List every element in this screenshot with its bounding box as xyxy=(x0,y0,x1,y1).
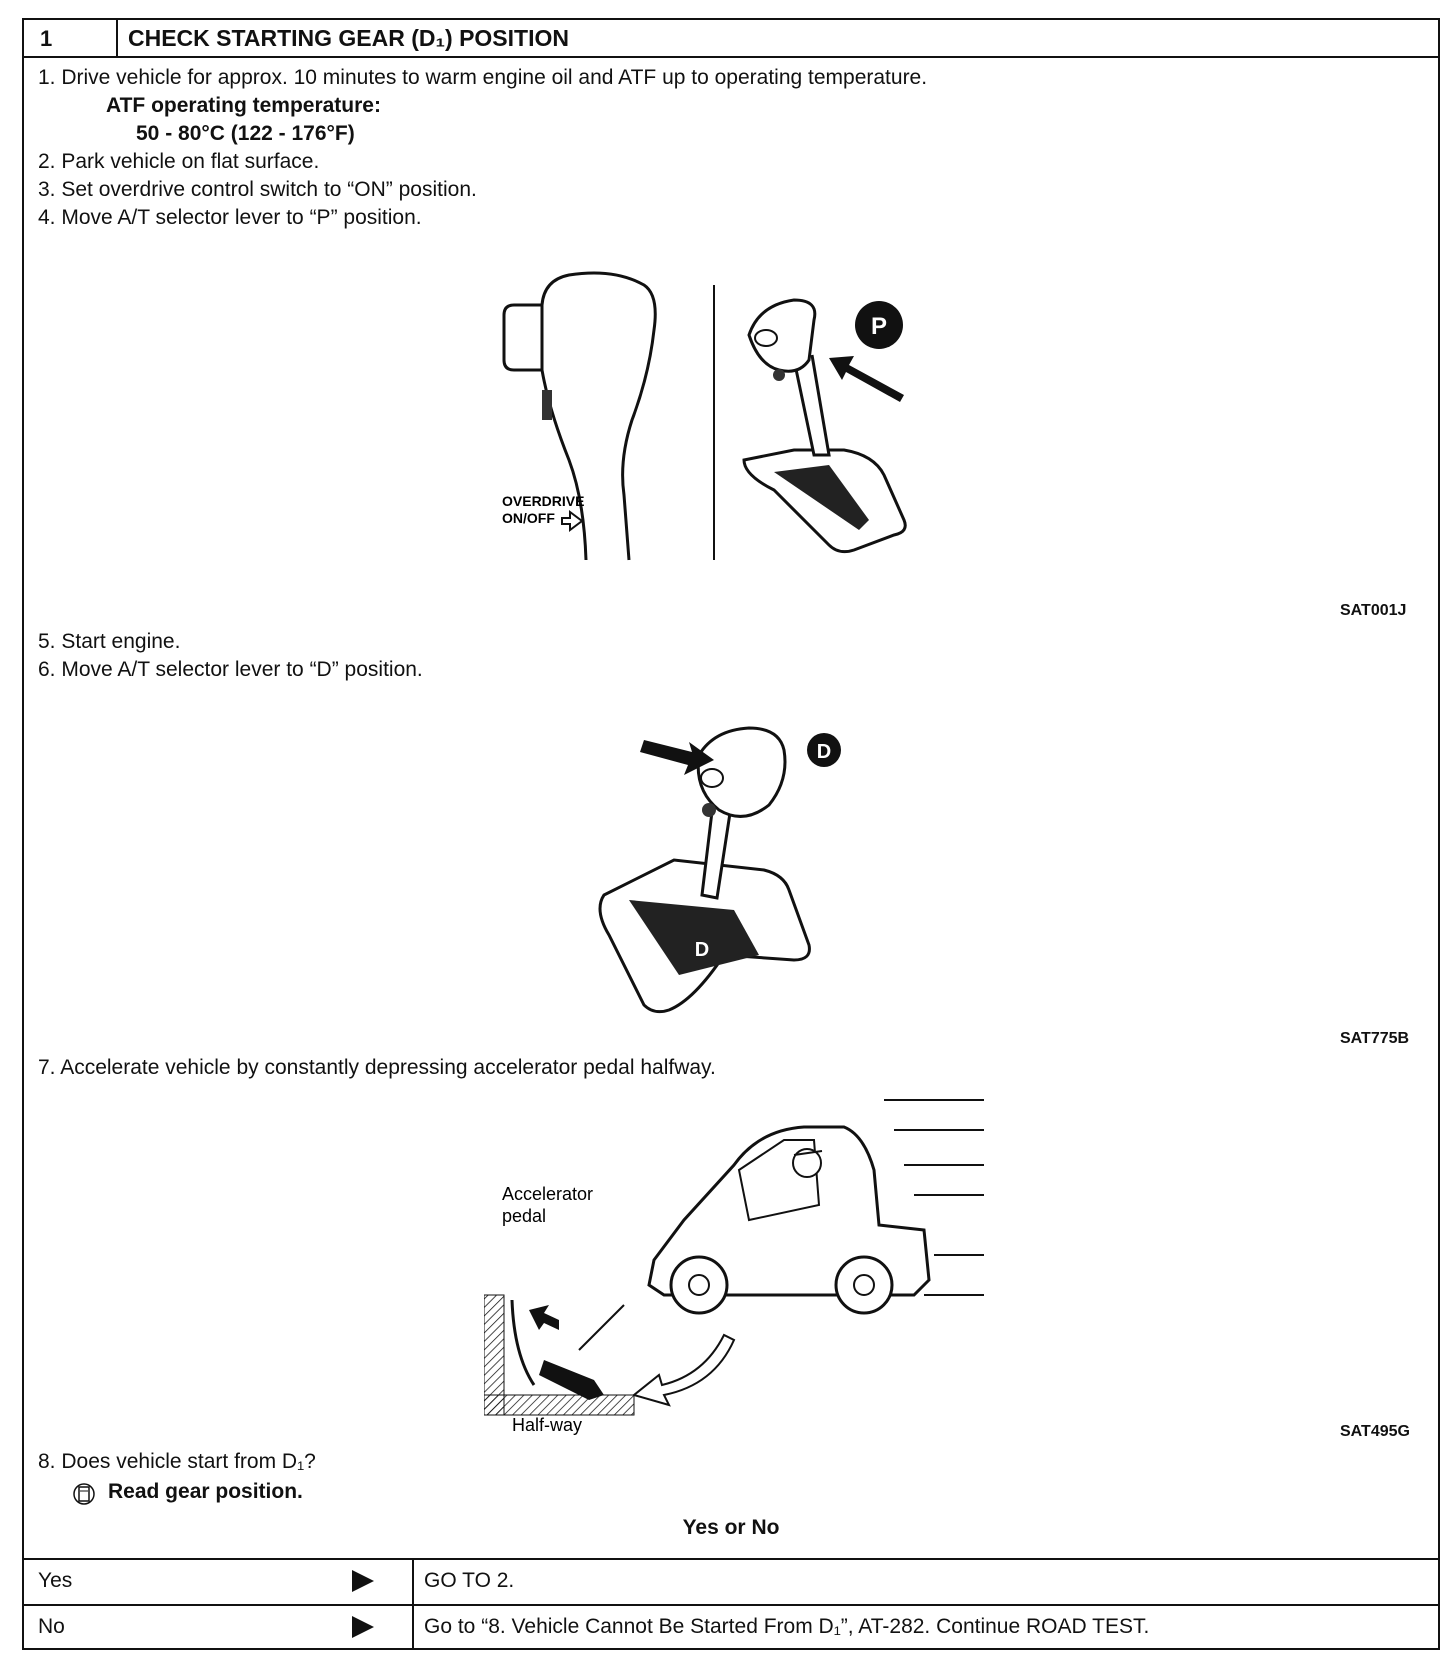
cell-divider xyxy=(412,1560,414,1604)
step-2-text: 2. Park vehicle on flat surface. xyxy=(38,150,320,173)
step-6-text: 6. Move A/T selector lever to “D” positi… xyxy=(38,658,423,681)
step-number: 1 xyxy=(40,26,53,51)
action-no: Go to “8. Vehicle Cannot Be Started From… xyxy=(424,1615,1150,1638)
gear-p-letter: P xyxy=(871,313,887,340)
gear-d-letter: D xyxy=(817,741,831,763)
decision-question: Yes or No xyxy=(682,1516,780,1539)
consult-screen-icon xyxy=(73,1483,95,1505)
cell-divider xyxy=(412,1606,414,1650)
atf-temp-label: ATF operating temperature: xyxy=(106,94,381,117)
procedure-frame: 1 CHECK STARTING GEAR (D₁) POSITION 1. D… xyxy=(22,18,1440,1650)
figure-id-sat001j: SAT001J xyxy=(1340,602,1407,619)
step-1-text: 1. Drive vehicle for approx. 10 minutes … xyxy=(38,66,928,89)
overdrive-label-2: ON/OFF xyxy=(502,510,555,526)
step-3-text: 3. Set overdrive control switch to “ON” … xyxy=(38,178,477,201)
step-7-text: 7. Accelerate vehicle by constantly depr… xyxy=(38,1056,716,1079)
arrow-right-icon xyxy=(352,1616,374,1638)
answer-no: No xyxy=(38,1615,65,1638)
figure-id-sat495g: SAT495G xyxy=(1340,1423,1410,1440)
accelerator-label-2: pedal xyxy=(502,1206,546,1226)
gate-d-letter: D xyxy=(695,939,709,961)
decision-row-no: No Go to “8. Vehicle Cannot Be Started F… xyxy=(24,1604,1438,1650)
overdrive-label-1: OVERDRIVE xyxy=(502,493,584,509)
gear-p-badge xyxy=(855,301,903,349)
figure-id-sat775b: SAT775B xyxy=(1340,1030,1410,1047)
action-yes: GO TO 2. xyxy=(424,1569,515,1592)
selector-lever-p-illustration: P OVERDRIVE ON/OFF xyxy=(502,271,907,561)
header-divider xyxy=(116,20,118,56)
step-5-text: 5. Start engine. xyxy=(38,630,181,653)
answer-yes: Yes xyxy=(38,1569,73,1592)
arrow-right-icon xyxy=(352,1570,374,1592)
step-4-text: 4. Move A/T selector lever to “P” positi… xyxy=(38,206,422,229)
accelerator-label-1: Accelerator xyxy=(502,1184,593,1204)
atf-temp-value: 50 - 80°C (122 - 176°F) xyxy=(136,122,355,145)
read-gear-note: Read gear position. xyxy=(108,1480,303,1503)
decision-row-yes: Yes GO TO 2. xyxy=(24,1558,1438,1604)
step-header: 1 CHECK STARTING GEAR (D₁) POSITION xyxy=(24,20,1438,58)
gear-d-badge xyxy=(807,733,841,767)
halfway-label: Half-way xyxy=(512,1415,582,1435)
step-title: CHECK STARTING GEAR (D₁) POSITION xyxy=(128,25,569,51)
accelerator-pedal-illustration: Accelerator pedal Half-way xyxy=(484,1099,984,1435)
step-8-text: 8. Does vehicle start from D₁? xyxy=(38,1450,316,1473)
selector-lever-d-illustration: D D xyxy=(598,726,841,1014)
